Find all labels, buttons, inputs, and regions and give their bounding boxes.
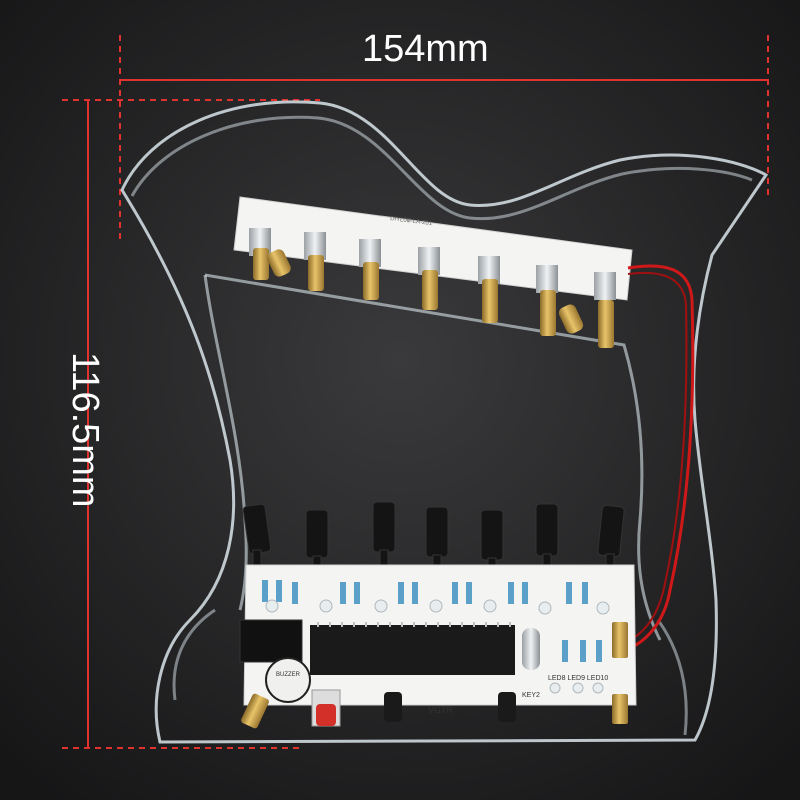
- crystal-oscillator: [522, 628, 540, 670]
- laser-pcb-silkscreen: DIYL0Ⅲ-LA-201: [390, 216, 433, 227]
- tact-switch: [384, 692, 402, 722]
- sensor-tube: [372, 501, 396, 569]
- laser-head: [536, 265, 584, 336]
- buzzer-label: BUZZER: [276, 672, 301, 678]
- buzzer: [265, 657, 311, 703]
- key-label: KEY2: [522, 692, 540, 699]
- laser-head: [594, 272, 616, 348]
- microcontroller-chip: [310, 625, 515, 675]
- sensor-tube: [242, 503, 272, 569]
- tact-switch: [498, 692, 516, 722]
- red-wire: [627, 264, 695, 650]
- laser-head: [418, 247, 440, 310]
- brass-standoff: [612, 622, 628, 658]
- laser-head: [359, 239, 381, 300]
- laser-heads: [249, 228, 616, 348]
- laser-head: [478, 256, 500, 323]
- main-pcb: BUZZER VGTR KEY2 LED8 LED9 LED10: [239, 564, 637, 729]
- acrylic-frame: [120, 100, 769, 744]
- sensor-tubes: [242, 501, 625, 577]
- leds: [265, 599, 610, 694]
- width-dimension-line: [119, 35, 769, 240]
- brass-standoff: [241, 693, 269, 729]
- brass-standoff: [612, 694, 628, 724]
- laser-head: [304, 232, 326, 291]
- vgtr-label: VGTR: [428, 705, 454, 715]
- width-dimension-label: 154mm: [362, 28, 489, 70]
- red-wire: [627, 271, 688, 641]
- led-labels: LED8 LED9 LED10: [548, 675, 608, 682]
- dc-power-jack: [239, 619, 303, 663]
- laser-head: [249, 228, 291, 280]
- height-dimension-line: [62, 99, 320, 749]
- resistors: [262, 580, 602, 662]
- height-dimension-label: 116.5mm: [64, 352, 106, 508]
